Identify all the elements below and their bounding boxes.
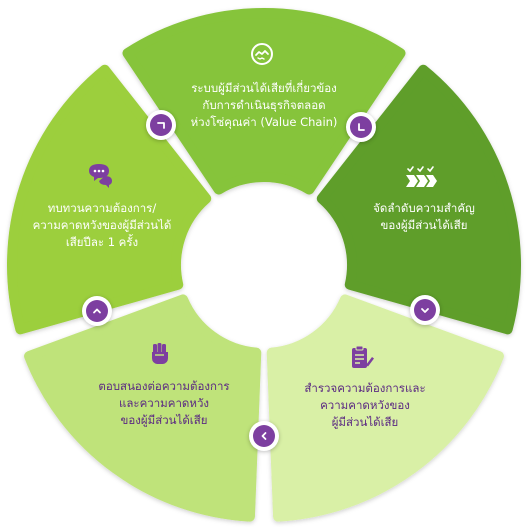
segment-top-text: ระบบผู้มีส่วนได้เสียที่เกี่ยวข้อง กับการ… bbox=[164, 80, 364, 131]
text-line: ตอบสนองต่อความต้องการ bbox=[98, 379, 230, 393]
chevron-left-icon bbox=[261, 432, 267, 440]
text-line: ผู้มีส่วนได้เสีย bbox=[331, 415, 399, 429]
text-line: ทบทวนความต้องการ/ bbox=[47, 201, 157, 215]
step-arrow-bottom[interactable] bbox=[249, 421, 279, 451]
raised-fist-icon bbox=[152, 343, 168, 364]
text-line: เสียปีละ 1 ครั้ง bbox=[65, 235, 139, 249]
text-line: ความคาดหวังของผู้มีส่วนได้ bbox=[32, 218, 172, 232]
priority-arrows-icon bbox=[406, 166, 437, 187]
text-line: ของผู้มีส่วนได้เสีย bbox=[380, 218, 468, 232]
arrow-icon bbox=[157, 122, 165, 129]
chat-bubbles-icon bbox=[89, 164, 112, 188]
text-line: กับการดำเนินธุรกิจตลอด bbox=[202, 98, 326, 112]
segment-bottom-left-text: ตอบสนองต่อความต้องการ และความคาดหวัง ของ… bbox=[84, 378, 244, 429]
step-arrow-right[interactable] bbox=[410, 295, 440, 325]
arrow-icon bbox=[358, 123, 365, 131]
chevron-down-icon bbox=[421, 308, 429, 313]
text-line: และความคาดหวัง bbox=[118, 396, 210, 410]
segment-top bbox=[122, 8, 406, 195]
clipboard-survey-icon bbox=[352, 345, 374, 368]
chevron-up-icon bbox=[93, 308, 101, 314]
text-line: ของผู้มีส่วนได้เสีย bbox=[120, 413, 208, 427]
segment-bottom-right bbox=[266, 294, 504, 522]
text-line: ระบบผู้มีส่วนได้เสียที่เกี่ยวข้อง bbox=[191, 81, 337, 95]
segment-right bbox=[316, 64, 521, 335]
text-line: ห่วงโซ่คุณค่า (Value Chain) bbox=[190, 115, 338, 129]
segment-bottom-right-text: สำรวจความต้องการและ ความคาดหวังของ ผู้มี… bbox=[290, 380, 440, 431]
step-arrow-left[interactable] bbox=[82, 296, 112, 326]
segment-left-text: ทบทวนความต้องการ/ ความคาดหวังของผู้มีส่ว… bbox=[22, 200, 182, 251]
step-arrow-top-right[interactable] bbox=[346, 112, 376, 142]
text-line: ความคาดหวังของ bbox=[320, 398, 410, 412]
handshake-circle-icon bbox=[251, 43, 273, 65]
segment-right-text: จัดลำดับความสำคัญ ของผู้มีส่วนได้เสีย bbox=[354, 200, 494, 234]
segment-left bbox=[7, 64, 212, 335]
text-line: สำรวจความต้องการและ bbox=[304, 381, 426, 395]
segment-bottom-left bbox=[24, 294, 262, 522]
text-line: จัดลำดับความสำคัญ bbox=[373, 201, 475, 215]
step-arrow-top-left[interactable] bbox=[146, 110, 176, 140]
